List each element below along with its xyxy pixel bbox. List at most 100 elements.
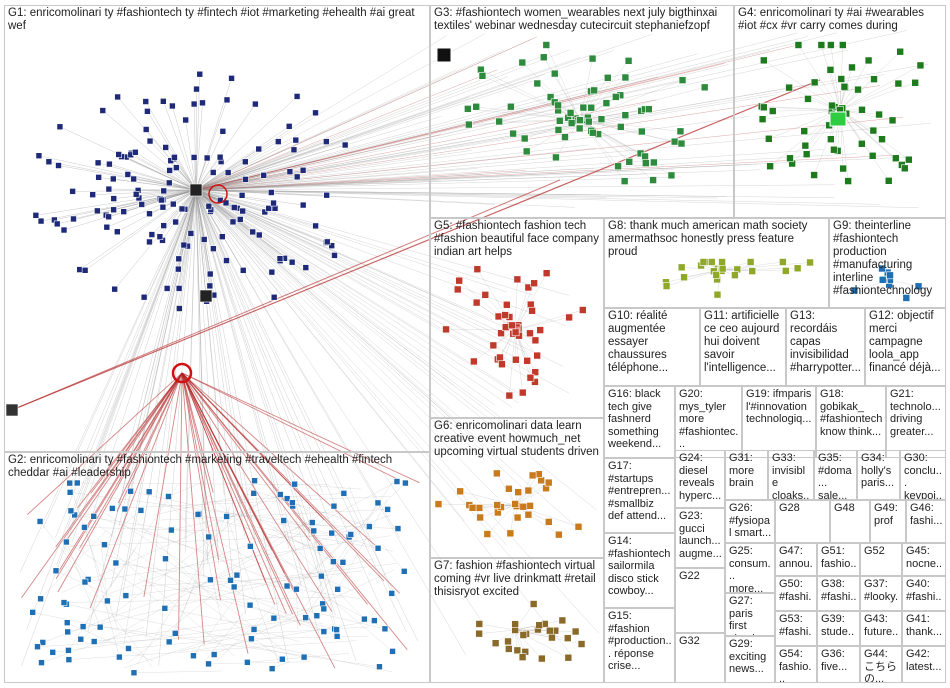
node: [371, 617, 378, 624]
edge: [195, 116, 749, 191]
edge: [195, 141, 279, 191]
edge: [195, 99, 228, 191]
edge: [195, 189, 459, 417]
edge: [168, 505, 231, 642]
node: [493, 469, 501, 478]
node: [193, 85, 200, 93]
node: [896, 47, 904, 56]
node: [758, 115, 767, 123]
edge: [195, 49, 570, 191]
group-cell-g35: G35: #doma... sale...: [814, 450, 857, 500]
node: [190, 154, 198, 161]
node: [475, 629, 483, 638]
node: [277, 491, 284, 498]
node: [249, 228, 257, 236]
edge: [242, 644, 305, 658]
group-label-g40: G40: #fashi...: [906, 578, 942, 611]
group-label-g32: G32: [679, 635, 700, 647]
node: [481, 291, 490, 299]
group-label-g14: G14: #fashiontech sailormila disco stick…: [608, 535, 671, 597]
group-label-g51: G51: fashio...: [821, 545, 857, 576]
node: [589, 128, 597, 137]
node: [175, 255, 183, 263]
edge: [137, 480, 255, 665]
group-label-g1: G1: enricomolinari ty #fashiontech ty #f…: [8, 7, 415, 32]
edge: [115, 189, 197, 618]
node: [574, 522, 583, 531]
edge: [214, 569, 394, 655]
edge: [181, 372, 221, 601]
node: [718, 258, 726, 266]
node: [244, 659, 251, 666]
edge: [168, 482, 203, 497]
edge: [195, 189, 519, 404]
edge: [195, 189, 532, 380]
node: [886, 271, 894, 280]
group-label-g34: G34: holly's paris...: [861, 452, 895, 489]
node: [29, 609, 36, 616]
edge: [63, 546, 89, 580]
node: [478, 71, 487, 80]
node: [81, 267, 89, 274]
node: [779, 258, 787, 266]
edge: [579, 119, 641, 154]
edge: [195, 189, 569, 296]
edge: [457, 289, 516, 331]
edge: [84, 527, 235, 532]
edge: [195, 170, 526, 191]
edge: [195, 74, 545, 191]
edge: [579, 77, 626, 121]
node: [520, 134, 529, 143]
edge: [86, 189, 197, 533]
edge: [113, 189, 197, 199]
node: [291, 480, 298, 488]
node: [869, 126, 878, 135]
edge: [68, 547, 101, 628]
edge: [195, 36, 538, 191]
edge: [195, 69, 456, 191]
group-cell-g51: G51: fashio...: [817, 543, 860, 576]
edge: [253, 629, 300, 642]
group-label-g44: G44: こちらの...: [864, 648, 897, 683]
node: [299, 166, 307, 174]
edge: [292, 502, 311, 576]
group-cell-g16: G16: black tech give fashnerd something …: [604, 386, 675, 458]
node: [870, 75, 878, 83]
node: [759, 56, 768, 65]
node: [495, 117, 503, 126]
node: [786, 154, 794, 163]
edge: [195, 189, 507, 293]
group-label-g2: G2: enricomolinari ty #fashiontech #mark…: [8, 454, 393, 479]
edge: [226, 516, 279, 664]
node: [45, 158, 53, 166]
edge: [337, 500, 388, 590]
edge: [195, 69, 498, 191]
node: [52, 567, 60, 575]
node: [66, 489, 74, 496]
node: [878, 276, 887, 284]
hub-node: [829, 111, 847, 127]
edge: [763, 60, 841, 111]
group-label-g42: G42: latest...: [906, 648, 942, 673]
node: [508, 321, 516, 330]
edge: [195, 189, 285, 259]
node: [645, 105, 653, 113]
edge: [830, 44, 841, 111]
edge: [84, 523, 120, 658]
node: [200, 236, 208, 243]
hub-node: [5, 403, 19, 417]
group-label-g19: G19: ifmparis l'#innovation technologiq.…: [746, 388, 812, 425]
node: [616, 123, 625, 131]
node: [785, 83, 793, 92]
edge: [223, 481, 370, 527]
edge: [579, 77, 608, 121]
node: [483, 530, 492, 538]
node: [161, 605, 169, 612]
node: [323, 238, 331, 246]
node: [130, 175, 137, 183]
edge: [514, 629, 550, 631]
node: [81, 578, 89, 586]
node: [571, 627, 580, 636]
node: [567, 119, 576, 127]
node: [713, 290, 722, 299]
